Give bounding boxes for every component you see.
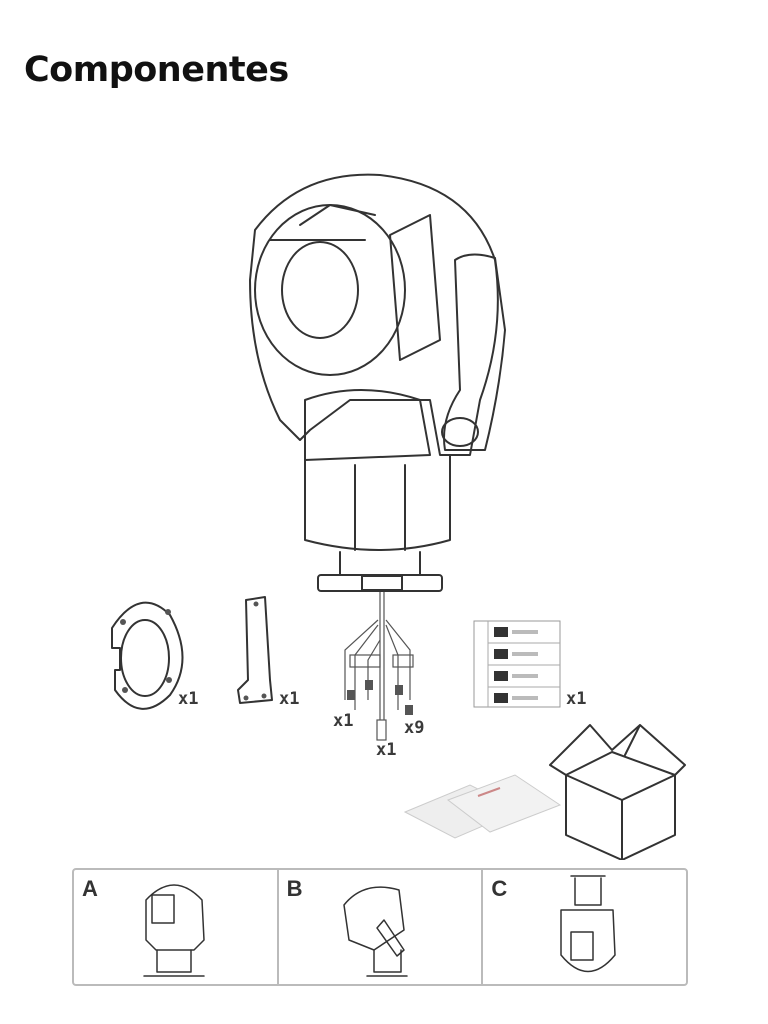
ring-quantity: x1	[178, 689, 199, 709]
camera-tilted-icon	[342, 886, 408, 977]
camera-upright-icon	[143, 884, 205, 977]
page-title: Componentes	[24, 50, 289, 90]
option-label: B	[286, 876, 303, 901]
connector-quantity: x1	[333, 711, 354, 731]
mounting-option-b: B	[279, 870, 484, 984]
cable-bundle-illustration	[344, 592, 414, 741]
mounting-option-c: C	[483, 870, 686, 984]
mounting-options: A B C	[72, 868, 688, 986]
plug-quantity: x1	[376, 740, 397, 760]
option-label: C	[491, 876, 508, 901]
label-sheet-illustration	[473, 620, 561, 708]
camera-inverted-icon	[560, 875, 617, 973]
box-illustration	[549, 724, 686, 860]
option-label: A	[82, 876, 98, 901]
label-sheet-quantity: x1	[566, 689, 587, 709]
camera-illustration	[249, 173, 506, 592]
bracket-illustration	[237, 596, 273, 704]
components-illustration	[111, 173, 686, 860]
mounting-ring-illustration	[111, 601, 184, 710]
caps-quantity: x9	[404, 718, 425, 738]
bracket-quantity: x1	[279, 689, 300, 709]
manuals-illustration	[403, 774, 562, 839]
mounting-option-a: A	[74, 870, 279, 984]
